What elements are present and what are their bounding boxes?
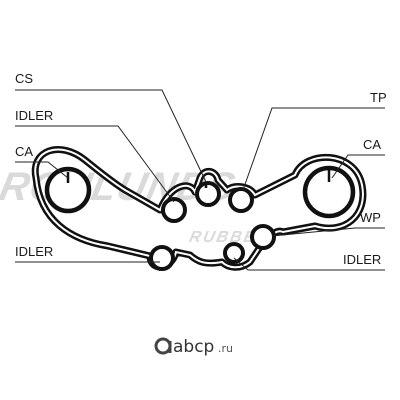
pulley-tp [228, 187, 254, 213]
pulley-cs [195, 181, 221, 207]
leader-ca-left [15, 161, 69, 179]
leader-wp [271, 227, 385, 237]
abcp-logo: abcp .ru [154, 337, 233, 357]
pulley-ca-left [44, 166, 92, 214]
pulley-idler-bottom-left [149, 245, 175, 271]
label-tp: TP [370, 90, 387, 105]
label-ca-right: CA [363, 137, 381, 152]
belt-inner-line [34, 148, 364, 269]
pulley-ca-right [302, 165, 356, 219]
brand-tld: .ru [218, 342, 233, 355]
label-idler-bottom-right: IDLER [343, 252, 381, 267]
pulley-idler-bottom-right [223, 242, 245, 264]
pulley-wp [250, 224, 276, 250]
leader-tp [242, 107, 385, 191]
leader-lines [15, 89, 385, 271]
pulley-idler-top [161, 197, 187, 223]
label-cs: CS [15, 71, 33, 86]
label-idler-top: IDLER [15, 108, 53, 123]
label-wp: WP [360, 210, 381, 225]
leader-ca-right [331, 154, 385, 179]
leader-idler-top [15, 125, 175, 203]
brand-name: abcp [173, 337, 214, 357]
label-ca-left: CA [15, 144, 33, 159]
leader-idler-bottom-right [233, 257, 385, 271]
label-idler-bottom-left: IDLER [15, 244, 53, 259]
leader-cs [15, 89, 207, 183]
